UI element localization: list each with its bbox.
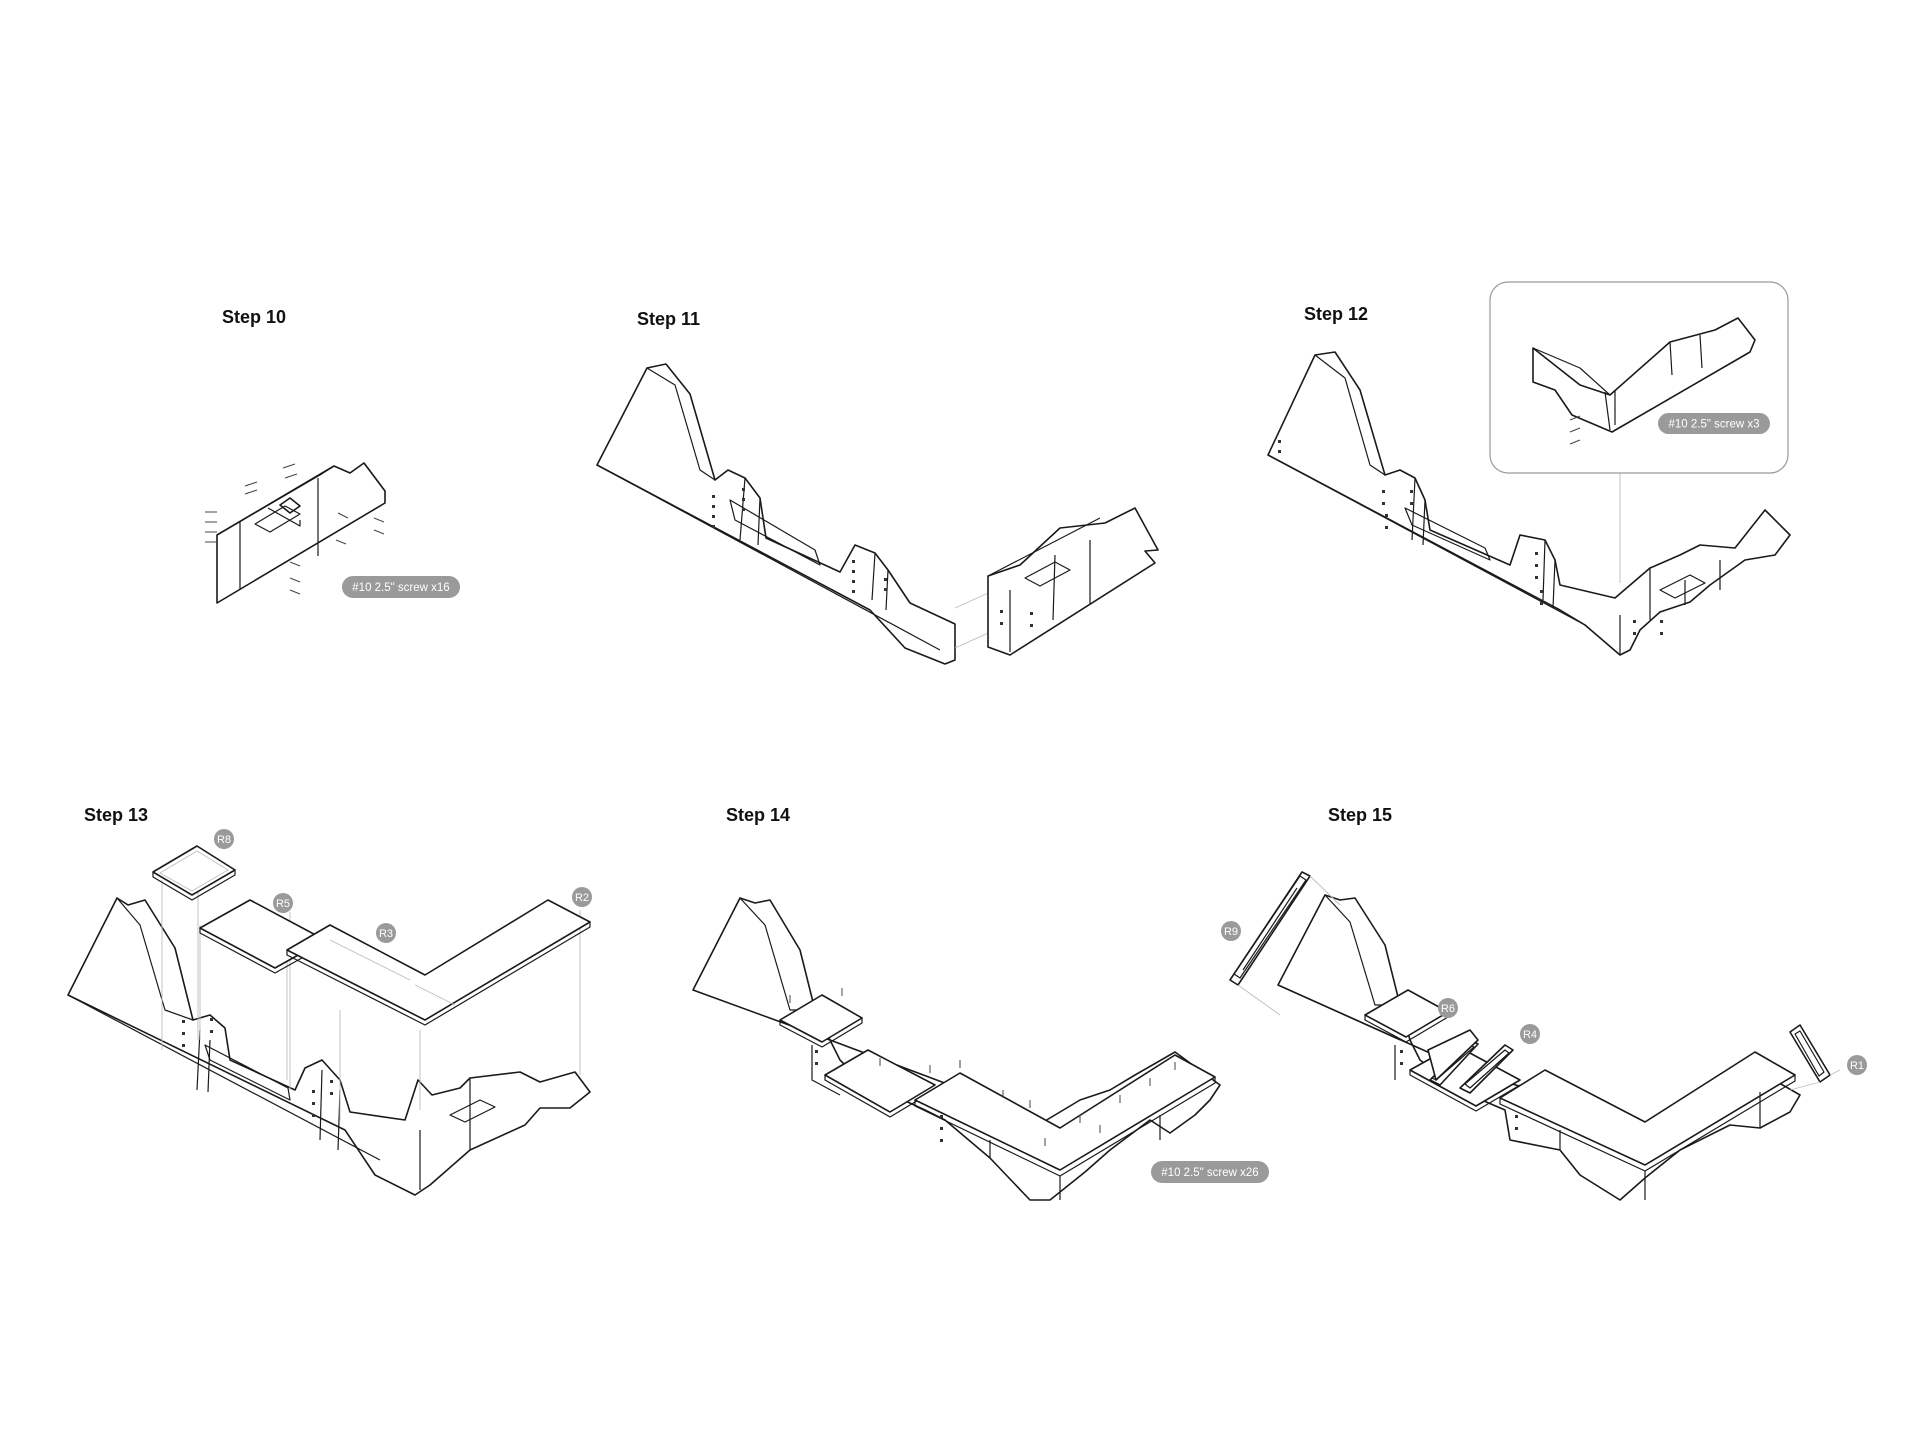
step-15-part-tags: R9 R6 R4 R1	[1221, 921, 1867, 1075]
step-12-panel: Step 12 #10 2.5" screw x3	[1267, 281, 1791, 656]
step-13-part-tags: R8 R5 R3 R2	[214, 829, 592, 943]
tag-R3: R3	[379, 928, 393, 940]
step-14-callout-text: #10 2.5" screw x26	[1161, 1167, 1258, 1179]
step-10-panel: Step 10 #10 2.5" screw x16	[205, 307, 460, 604]
step-12-label: Step 12	[1304, 304, 1368, 324]
step-13-panel: Step 13 R8	[67, 805, 592, 1196]
tag-R4: R4	[1523, 1029, 1537, 1041]
step-13-guide-lines	[161, 870, 581, 1120]
step-13-label: Step 13	[84, 805, 148, 825]
step-15-panel: Step 15	[1221, 805, 1867, 1201]
part-R6-frame	[1427, 1029, 1479, 1086]
step-11-panel: Step 11	[596, 309, 1159, 665]
step-12-assembly	[1267, 351, 1791, 656]
part-R8-board	[152, 845, 236, 901]
tag-R5: R5	[276, 898, 290, 910]
part-R1-frame	[1789, 1024, 1841, 1091]
step-11-right-assembly	[987, 507, 1159, 656]
part-R9-frame	[1229, 871, 1341, 1016]
step-10-screw-callout: #10 2.5" screw x16	[342, 576, 460, 598]
tag-R8: R8	[217, 834, 231, 846]
tag-R9: R9	[1224, 926, 1238, 938]
step-15-assembly	[1277, 894, 1801, 1201]
step-10-label: Step 10	[222, 307, 286, 327]
step-14-screw-callout: #10 2.5" screw x26	[1151, 1161, 1269, 1183]
step-14-panel: Step 14 #10 2.5" screw x26	[692, 805, 1269, 1201]
step-11-left-assembly	[596, 363, 956, 665]
part-R3-R2-board	[286, 899, 591, 1026]
part-R4-frame	[1459, 1044, 1514, 1094]
step-12-detail-callout-box: #10 2.5" screw x3	[1489, 281, 1789, 474]
tag-R2: R2	[575, 892, 589, 904]
part-R5-board	[199, 899, 326, 974]
step-10-frame-drawing	[205, 462, 386, 604]
tag-R6: R6	[1441, 1003, 1455, 1015]
step-10-callout-text: #10 2.5" screw x16	[352, 582, 449, 594]
step-12-callout-text: #10 2.5" screw x3	[1668, 419, 1759, 431]
step-15-label: Step 15	[1328, 805, 1392, 825]
step-13-frame	[67, 897, 591, 1196]
step-11-label: Step 11	[637, 309, 700, 329]
step-14-label: Step 14	[726, 805, 790, 825]
step-14-assembly	[692, 897, 1221, 1201]
tag-R1: R1	[1850, 1060, 1864, 1072]
